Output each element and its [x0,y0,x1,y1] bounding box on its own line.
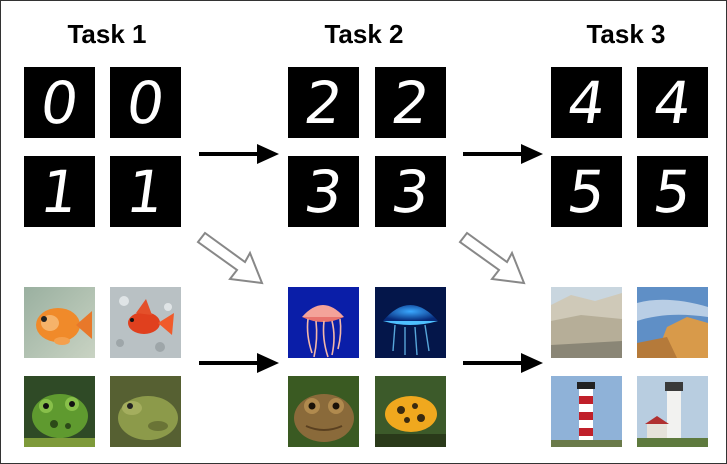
hollow-diagonal-arrow-icon [196,231,264,285]
task-1-title: Task 1 [67,19,147,49]
task-2-digit-tile: 2 [375,67,446,138]
task-1-digit-tile: 0 [24,67,95,138]
task-2-digit-tile: 2 [288,67,359,138]
toad-photo [288,376,359,447]
goldfish-photo [24,287,95,358]
lighthouse-photo [637,376,708,447]
task-1-digit-tile: 1 [110,156,181,227]
arrow-right-icon [199,353,279,373]
arrow-right-icon [463,144,543,164]
frog-photo [110,376,181,447]
hollow-diagonal-arrow-icon [458,231,526,285]
goldfish-photo [110,287,181,358]
frog-photo [24,376,95,447]
cliff-photo [637,287,708,358]
lighthouse-photo [551,376,622,447]
task-3-digit-tile: 5 [637,156,708,227]
task-3-digit-tile: 4 [637,67,708,138]
jellyfish-photo [288,287,359,358]
task-1-digit-tile: 1 [24,156,95,227]
task-1-digit-tile: 0 [110,67,181,138]
task-3-digit-tile: 5 [551,156,622,227]
arrow-right-icon [199,144,279,164]
task-2-title: Task 2 [324,19,404,49]
task-2-digit-tile: 3 [288,156,359,227]
cliff-photo [551,287,622,358]
task-3-digit-tile: 4 [551,67,622,138]
jellyfish-photo [375,287,446,358]
task-3-title: Task 3 [586,19,666,49]
frog-photo [375,376,446,447]
task-2-digit-tile: 3 [375,156,446,227]
arrow-right-icon [463,353,543,373]
